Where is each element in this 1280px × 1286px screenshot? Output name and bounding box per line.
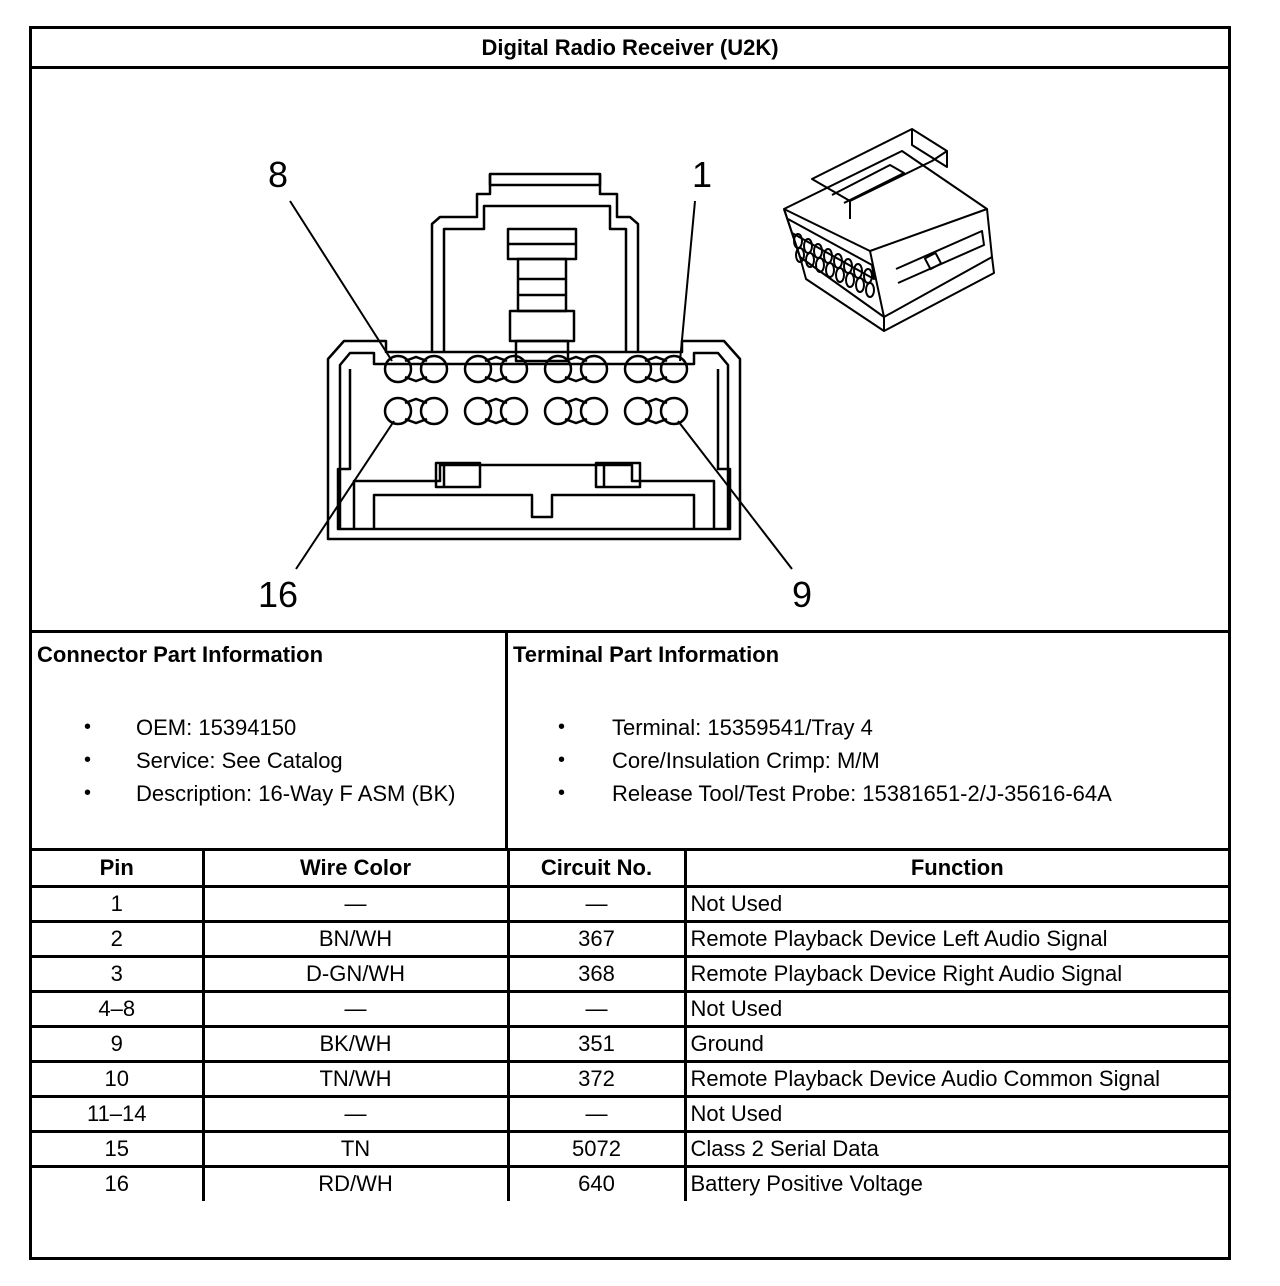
header-wire-color: Wire Color: [201, 851, 510, 888]
table-row: 4–8 — — Not Used: [32, 989, 1228, 1028]
bullet: •: [558, 782, 566, 804]
connector-oem: OEM: 15394150: [136, 715, 297, 740]
pin-label-16: 16: [258, 574, 298, 615]
cell-function: Not Used: [683, 884, 1228, 923]
cell-wire-color: —: [201, 884, 510, 923]
pin-leader-lines: [289, 200, 793, 570]
header-pin: Pin: [32, 851, 205, 888]
connector-isometric-view: [783, 128, 995, 332]
cell-circuit: 367: [506, 919, 687, 958]
cell-pin: 15: [32, 1129, 205, 1168]
sheet-title: Digital Radio Receiver (U2K): [32, 29, 1228, 69]
cell-pin: 9: [32, 1024, 205, 1063]
connector-diagram: 8 1 16 9: [32, 69, 1228, 633]
table-row: 2 BN/WH 367 Remote Playback Device Left …: [32, 919, 1228, 958]
cell-circuit: —: [506, 1094, 687, 1133]
cell-wire-color: BN/WH: [201, 919, 510, 958]
cell-function: Not Used: [683, 989, 1228, 1028]
terminal-crimp: Core/Insulation Crimp: M/M: [612, 748, 880, 773]
cell-pin: 3: [32, 954, 205, 993]
bullet: •: [84, 782, 92, 804]
cell-function: Battery Positive Voltage: [683, 1164, 1228, 1201]
cell-circuit: 372: [506, 1059, 687, 1098]
cell-function: Not Used: [683, 1094, 1228, 1133]
cell-wire-color: RD/WH: [201, 1164, 510, 1201]
cell-function: Remote Playback Device Right Audio Signa…: [683, 954, 1228, 993]
connector-sheet: Digital Radio Receiver (U2K): [29, 26, 1231, 1260]
connector-description: Description: 16-Way F ASM (BK): [136, 781, 456, 806]
terminal-release-tool: Release Tool/Test Probe: 15381651-2/J-35…: [612, 781, 1112, 806]
connector-face-drawing: 8 1 16 9: [258, 128, 995, 615]
pinout-table: Pin Wire Color Circuit No. Function 1 — …: [32, 851, 1228, 1201]
cell-pin: 10: [32, 1059, 205, 1098]
cell-function: Ground: [683, 1024, 1228, 1063]
table-row: 9 BK/WH 351 Ground: [32, 1024, 1228, 1063]
cell-wire-color: TN/WH: [201, 1059, 510, 1098]
connector-part-information: Connector Part Information • OEM: 1539415…: [32, 633, 508, 848]
part-information: Connector Part Information • OEM: 1539415…: [32, 633, 1228, 851]
table-row: 15 TN 5072 Class 2 Serial Data: [32, 1129, 1228, 1168]
cell-function: Class 2 Serial Data: [683, 1129, 1228, 1168]
cell-circuit: 5072: [506, 1129, 687, 1168]
table-row: 11–14 — — Not Used: [32, 1094, 1228, 1133]
cell-function: Remote Playback Device Left Audio Signal: [683, 919, 1228, 958]
cell-circuit: 640: [506, 1164, 687, 1201]
cell-pin: 16: [32, 1164, 205, 1201]
table-row: 3 D-GN/WH 368 Remote Playback Device Rig…: [32, 954, 1228, 993]
terminal-cavities: [383, 354, 689, 426]
pin-label-8: 8: [268, 154, 288, 195]
terminal-part: Terminal: 15359541/Tray 4: [612, 715, 873, 740]
cell-pin: 1: [32, 884, 205, 923]
cell-pin: 4–8: [32, 989, 205, 1028]
bullet: •: [558, 749, 566, 771]
cell-circuit: —: [506, 884, 687, 923]
cell-function: Remote Playback Device Audio Common Sign…: [683, 1059, 1228, 1098]
pin-label-1: 1: [692, 154, 712, 195]
header-circuit-no: Circuit No.: [506, 851, 687, 888]
table-row: 10 TN/WH 372 Remote Playback Device Audi…: [32, 1059, 1228, 1098]
cell-circuit: 351: [506, 1024, 687, 1063]
cell-circuit: —: [506, 989, 687, 1028]
terminal-info-heading: Terminal Part Information: [513, 642, 780, 667]
cell-pin: 11–14: [32, 1094, 205, 1133]
header-function: Function: [683, 851, 1228, 888]
bullet: •: [84, 716, 92, 738]
cell-wire-color: —: [201, 1094, 510, 1133]
cell-pin: 2: [32, 919, 205, 958]
table-row: 16 RD/WH 640 Battery Positive Voltage: [32, 1164, 1228, 1201]
cell-wire-color: TN: [201, 1129, 510, 1168]
bullet: •: [558, 716, 566, 738]
connector-info-heading: Connector Part Information: [37, 642, 324, 667]
table-header-row: Pin Wire Color Circuit No. Function: [32, 851, 1228, 888]
cell-circuit: 368: [506, 954, 687, 993]
table-row: 1 — — Not Used: [32, 884, 1228, 923]
terminal-part-information: Terminal Part Information • Terminal: 153…: [508, 633, 1228, 848]
connector-service: Service: See Catalog: [136, 748, 343, 773]
pin-label-9: 9: [792, 574, 812, 615]
bullet: •: [84, 749, 92, 771]
cell-wire-color: D-GN/WH: [201, 954, 510, 993]
cell-wire-color: —: [201, 989, 510, 1028]
cell-wire-color: BK/WH: [201, 1024, 510, 1063]
